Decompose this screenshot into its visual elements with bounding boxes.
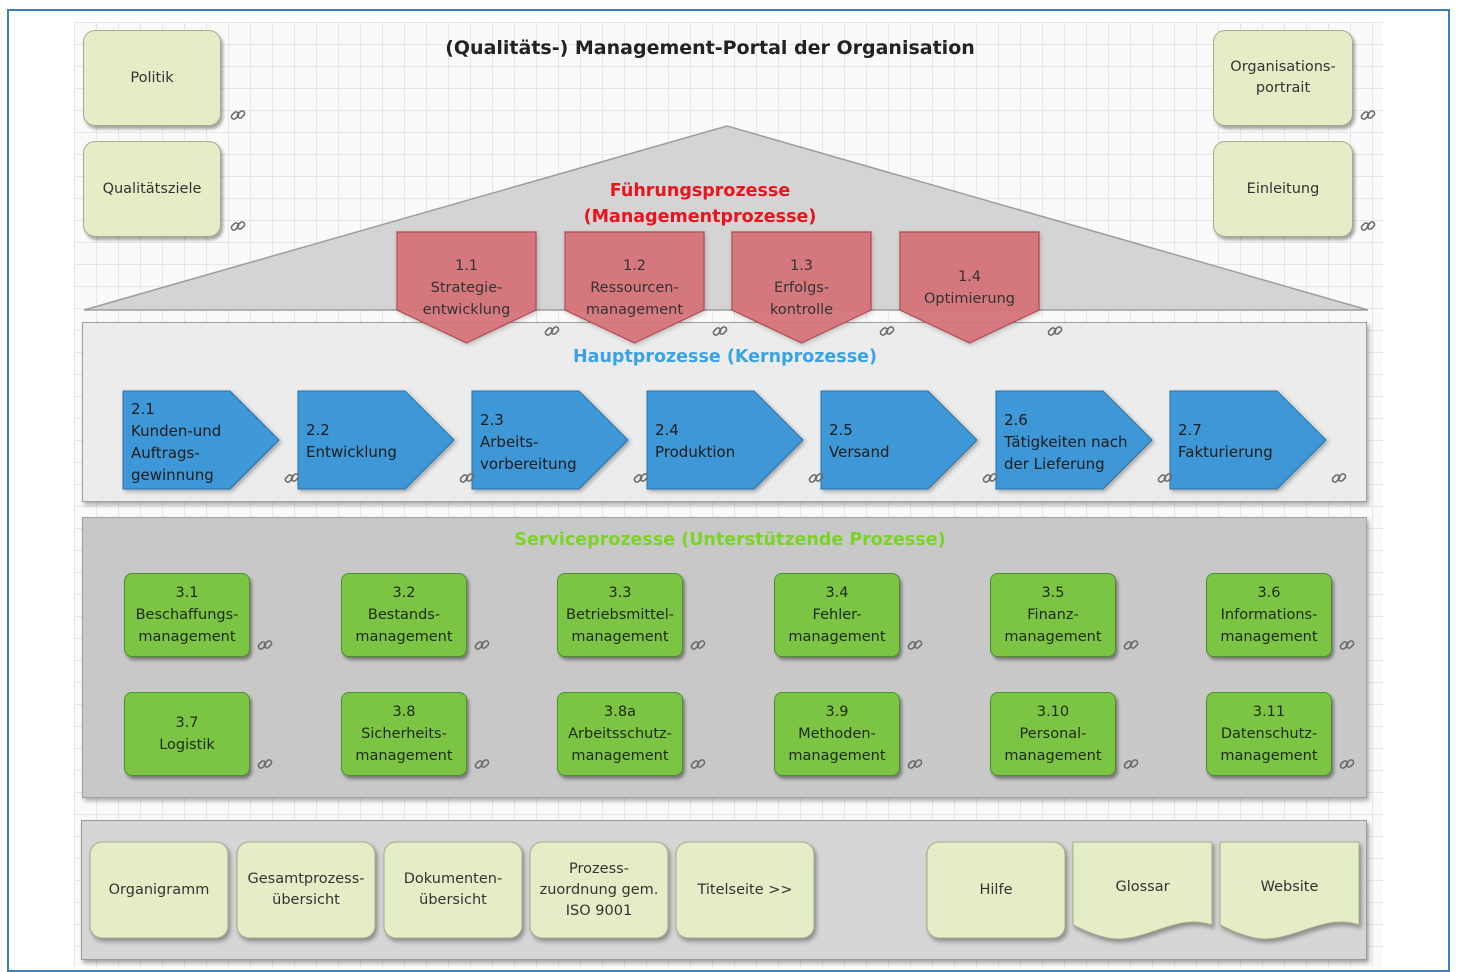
service-process-box[interactable]: 3.3 Betriebsmittel- management: [557, 573, 683, 657]
link-icon[interactable]: [1156, 469, 1174, 487]
document-link-label: Website: [1260, 878, 1319, 895]
service-process-box[interactable]: 3.8a Arbeitsschutz- management: [557, 692, 683, 776]
navigation-button[interactable]: [236, 841, 376, 939]
side-link-box[interactable]: Organisations- portrait: [1213, 30, 1353, 126]
core-process-arrow[interactable]: [1169, 390, 1327, 490]
service-process-box[interactable]: 3.11 Datenschutz- management: [1206, 692, 1332, 776]
link-icon[interactable]: [1330, 469, 1348, 487]
link-icon[interactable]: [711, 322, 729, 340]
management-process-shape[interactable]: [396, 231, 537, 344]
service-process-box[interactable]: 3.4 Fehler- management: [774, 573, 900, 657]
navigation-button-label: Titelseite >>: [697, 881, 793, 898]
link-icon[interactable]: [473, 636, 491, 654]
document-link-shape[interactable]: [1219, 841, 1360, 940]
link-icon[interactable]: [1359, 217, 1377, 235]
link-icon[interactable]: [229, 217, 247, 235]
navigation-button-label: Organigramm: [108, 881, 210, 898]
link-icon[interactable]: [1122, 755, 1140, 773]
management-process-label: 1.1 Strategie- entwicklung: [422, 258, 511, 318]
core-process-arrow[interactable]: [122, 390, 280, 490]
core-process-label: 2.4 Produktion: [655, 421, 736, 461]
core-process-label: 2.2 Entwicklung: [306, 421, 397, 461]
navigation-button-label: Prozess- zuordnung gem. ISO 9001: [539, 860, 659, 919]
service-process-box[interactable]: 3.5 Finanz- management: [990, 573, 1116, 657]
management-process-shape[interactable]: [899, 231, 1040, 344]
link-icon[interactable]: [256, 636, 274, 654]
navigation-button-label: Dokumenten- übersicht: [403, 871, 503, 908]
help-button-label: Hilfe: [979, 881, 1013, 898]
link-icon[interactable]: [689, 636, 707, 654]
navigation-button[interactable]: [89, 841, 229, 939]
core-process-label: 2.3 Arbeits- vorbereitung: [480, 411, 577, 473]
service-process-box[interactable]: 3.9 Methoden- management: [774, 692, 900, 776]
service-process-box[interactable]: 3.6 Informations- management: [1206, 573, 1332, 657]
link-icon[interactable]: [256, 755, 274, 773]
navigation-button-label: Gesamtprozess- übersicht: [247, 871, 365, 908]
link-icon[interactable]: [1338, 636, 1356, 654]
link-icon[interactable]: [1338, 755, 1356, 773]
link-icon[interactable]: [878, 322, 896, 340]
link-icon[interactable]: [458, 469, 476, 487]
link-icon[interactable]: [632, 469, 650, 487]
link-icon[interactable]: [906, 755, 924, 773]
core-process-label: 2.5 Versand: [829, 421, 890, 461]
service-process-box[interactable]: 3.2 Bestands- management: [341, 573, 467, 657]
core-process-label: 2.7 Fakturierung: [1178, 421, 1273, 461]
side-link-box[interactable]: Qualitätsziele: [83, 141, 221, 237]
service-process-box[interactable]: 3.8 Sicherheits- management: [341, 692, 467, 776]
link-icon[interactable]: [1359, 106, 1377, 124]
service-process-box[interactable]: 3.7 Logistik: [124, 692, 250, 776]
core-process-label: 2.1 Kunden-und Auftrags- gewinnung: [131, 400, 222, 484]
core-section-title: Hauptprozesse (Kernprozesse): [573, 347, 877, 367]
link-icon[interactable]: [229, 106, 247, 124]
link-icon[interactable]: [543, 322, 561, 340]
management-process-shape[interactable]: [564, 231, 705, 344]
core-process-arrow[interactable]: [820, 390, 978, 490]
core-process-label: 2.6 Tätigkeiten nach der Lieferung: [1004, 411, 1128, 473]
service-process-panel: [82, 517, 1367, 798]
side-link-box[interactable]: Einleitung: [1213, 141, 1353, 237]
management-process-shape[interactable]: [731, 231, 872, 344]
navigation-button[interactable]: [383, 841, 523, 939]
management-process-label: 1.4 Optimierung: [924, 269, 1015, 307]
navigation-button[interactable]: [529, 841, 669, 939]
link-icon[interactable]: [1122, 636, 1140, 654]
link-icon[interactable]: [981, 469, 999, 487]
core-process-arrow[interactable]: [646, 390, 804, 490]
outer-frame: [7, 9, 1450, 972]
document-link-label: Glossar: [1115, 878, 1170, 895]
link-icon[interactable]: [1046, 322, 1064, 340]
core-process-arrow[interactable]: [297, 390, 455, 490]
link-icon[interactable]: [283, 469, 301, 487]
management-process-label: 1.3 Erfolgs- kontrolle: [769, 258, 834, 318]
document-link-shape[interactable]: [1072, 841, 1213, 940]
service-process-box[interactable]: 3.1 Beschaffungs- management: [124, 573, 250, 657]
management-process-label: 1.2 Ressourcen- management: [585, 258, 684, 318]
side-link-box[interactable]: Politik: [83, 30, 221, 126]
service-process-box[interactable]: 3.10 Personal- management: [990, 692, 1116, 776]
link-icon[interactable]: [689, 755, 707, 773]
management-section-title: Führungsprozesse (Managementprozesse): [583, 181, 817, 227]
link-icon[interactable]: [473, 755, 491, 773]
link-icon[interactable]: [807, 469, 825, 487]
core-process-arrow[interactable]: [471, 390, 629, 490]
service-section-title: Serviceprozesse (Unterstützende Prozesse…: [514, 530, 946, 550]
navigation-button[interactable]: [675, 841, 815, 939]
help-button[interactable]: [926, 841, 1066, 939]
page-title: (Qualitäts-) Management-Portal der Organ…: [445, 37, 975, 59]
core-process-arrow[interactable]: [995, 390, 1153, 490]
link-icon[interactable]: [906, 636, 924, 654]
